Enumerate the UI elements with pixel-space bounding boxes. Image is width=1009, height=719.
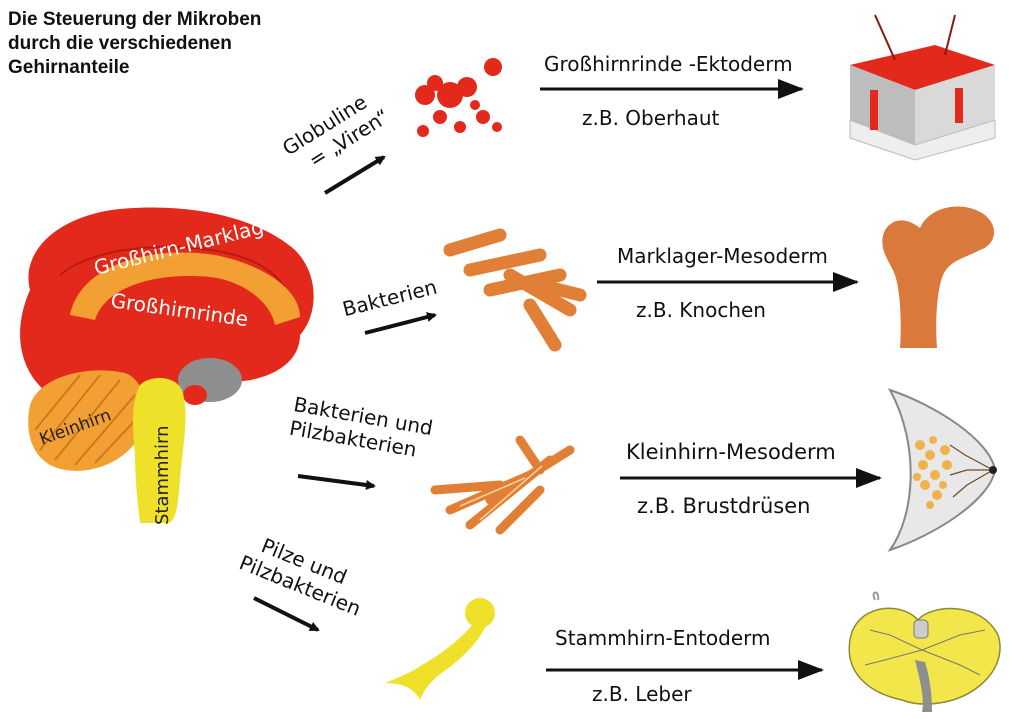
row3-germ-layer: Kleinhirn-Mesoderm	[626, 440, 836, 464]
arrow-to-bakterien	[365, 315, 435, 333]
pilzbakterien-icon	[430, 430, 580, 540]
row3-example: z.B. Brustdrüsen	[637, 494, 810, 518]
bakterien-icon	[440, 215, 590, 360]
row2-germ-layer: Marklager-Mesoderm	[617, 244, 828, 268]
oberhaut-icon	[835, 10, 1005, 165]
row4-germ-layer: Stammhirn-Entoderm	[555, 626, 771, 650]
arrow-to-bakterien-pilz	[298, 476, 374, 486]
row2-example: z.B. Knochen	[636, 298, 766, 322]
knochen-icon	[855, 190, 1005, 350]
arrow-to-pilze	[254, 598, 318, 630]
row1-germ-layer: Großhirnrinde -Ektoderm	[544, 52, 793, 76]
row1-example: z.B. Oberhaut	[582, 106, 719, 130]
pilze-icon	[380, 595, 505, 705]
row4-example: z.B. Leber	[592, 682, 692, 706]
viren-icon	[405, 55, 510, 140]
leber-icon	[840, 590, 1005, 715]
brustdruesen-icon	[875, 385, 1005, 555]
arrow-to-viren	[325, 157, 384, 193]
